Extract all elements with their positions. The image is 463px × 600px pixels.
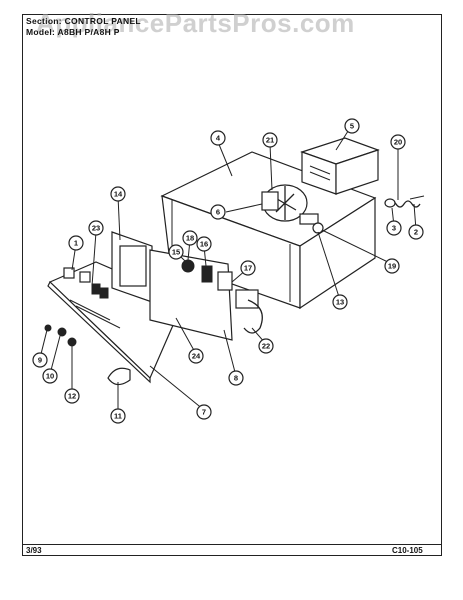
callout-label: 5 (350, 122, 354, 131)
motor-assembly (261, 184, 324, 234)
callout-label: 15 (172, 248, 180, 257)
callout-label: 11 (114, 412, 122, 421)
callout-label: 16 (200, 240, 208, 249)
callout-label: 12 (68, 392, 76, 401)
callout-label: 19 (388, 262, 396, 271)
callout-label: 21 (266, 136, 274, 145)
callout-label: 7 (202, 408, 206, 417)
callout-17: 17 (240, 260, 256, 276)
callout-19: 19 (384, 258, 400, 274)
callout-label: 9 (38, 356, 42, 365)
callout-3: 3 (386, 220, 402, 236)
model-label: Model: A8BH P/A8H P (26, 27, 120, 37)
callout-4: 4 (210, 130, 226, 146)
callout-12: 12 (64, 388, 80, 404)
callout-label: 17 (244, 264, 252, 273)
callout-13: 13 (332, 294, 348, 310)
callout-label: 4 (216, 134, 221, 143)
footer-code: C10-105 (392, 546, 423, 555)
callout-18: 18 (182, 230, 198, 246)
callout-16: 16 (196, 236, 212, 252)
callout-21: 21 (262, 132, 278, 148)
callout-11: 11 (110, 408, 126, 424)
callout-7: 7 (196, 404, 212, 420)
callout-label: 8 (234, 374, 238, 383)
callout-5: 5 (344, 118, 360, 134)
callout-2: 2 (408, 224, 424, 240)
callout-6: 6 (210, 204, 226, 220)
footer-divider (22, 544, 442, 545)
spring-assembly (384, 195, 425, 208)
display-frame (111, 231, 153, 303)
callout-20: 20 (390, 134, 406, 150)
callout-label: 10 (46, 372, 54, 381)
callout-label: 2 (414, 228, 418, 237)
diagram-frame (22, 14, 442, 556)
callout-14: 14 (110, 186, 126, 202)
callout-9: 9 (32, 352, 48, 368)
callout-8: 8 (228, 370, 244, 386)
callout-23: 23 (88, 220, 104, 236)
footer-date: 3/93 (26, 546, 42, 555)
callout-label: 24 (192, 352, 201, 361)
callout-22: 22 (258, 338, 274, 354)
callout-label: 23 (92, 224, 100, 233)
callout-24: 24 (188, 348, 204, 364)
watermark: AppliancePartsPros.com (36, 8, 355, 38)
circuit-board (149, 249, 263, 341)
callout-label: 6 (216, 208, 220, 217)
callout-label: 20 (394, 138, 402, 147)
callout-10: 10 (42, 368, 58, 384)
knobs (44, 324, 131, 386)
section-label: Section: CONTROL PANEL (26, 16, 141, 26)
callout-label: 1 (74, 239, 78, 248)
callout-label: 3 (392, 224, 396, 233)
callout-label: 14 (114, 190, 123, 199)
upper-bracket (300, 137, 380, 195)
callout-label: 22 (262, 342, 270, 351)
callout-1: 1 (68, 235, 84, 251)
callout-label: 13 (336, 298, 344, 307)
callout-15: 15 (168, 244, 184, 260)
callout-label: 18 (186, 234, 194, 243)
